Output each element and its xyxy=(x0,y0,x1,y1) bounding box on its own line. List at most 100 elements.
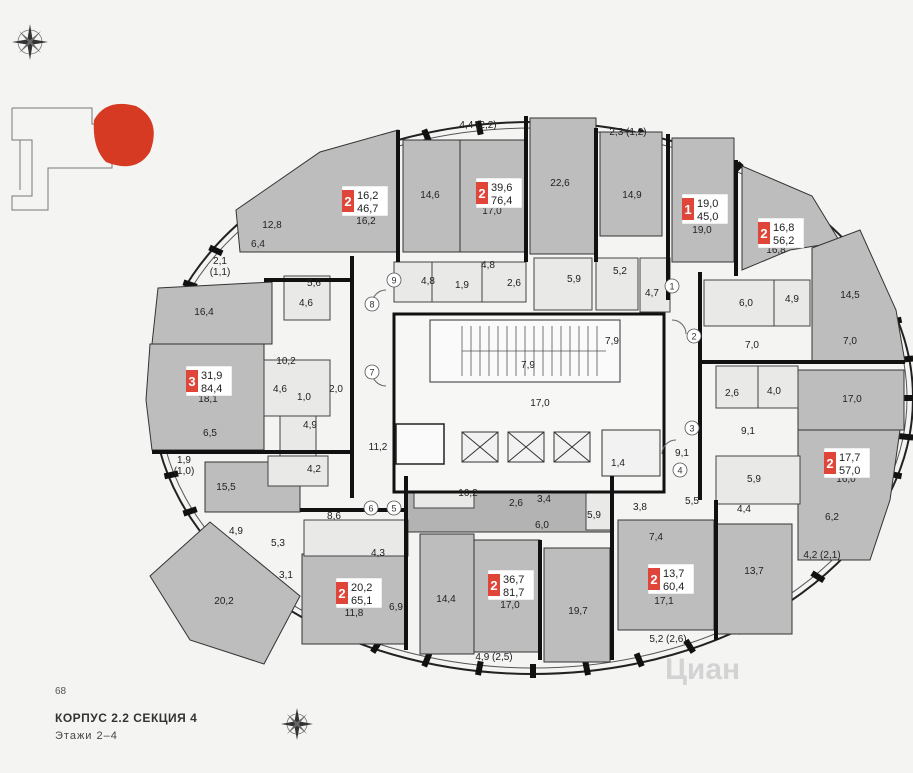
room-area-label: 17,0 xyxy=(842,394,862,405)
room-area-label: 4,9 xyxy=(303,420,317,431)
room-area-label: 17,0 xyxy=(530,398,550,409)
corridor-marker xyxy=(364,364,380,380)
corridor-marker-number: 2 xyxy=(691,332,696,342)
room-area-label: 10,2 xyxy=(276,356,296,367)
apartment-rooms: 2 xyxy=(826,456,833,471)
room-area-label: 2,0 xyxy=(329,384,343,395)
corridor-marker xyxy=(363,500,379,516)
apartment-rooms: 2 xyxy=(650,572,657,587)
room-area-label: 6,0 xyxy=(535,520,549,531)
compass-rose-bottom-icon xyxy=(281,708,313,740)
room-area-label: 4,9 (2,5) xyxy=(475,652,512,663)
floors-subtitle: Этажи 2–4 xyxy=(55,730,118,742)
room-area-label: 7,0 xyxy=(745,340,759,351)
apartment-badge: 2 36,781,7 xyxy=(487,569,535,601)
apartment-rooms: 2 xyxy=(478,186,485,201)
corridor-marker xyxy=(672,462,688,478)
room-area-label: 5,9 xyxy=(567,274,581,285)
room-area-label: 1,9 xyxy=(177,455,191,466)
corridor-marker-number: 5 xyxy=(391,504,396,514)
column xyxy=(530,664,536,678)
room-area-label: 16,0 xyxy=(836,474,856,485)
room-area-label: 16,4 xyxy=(194,307,214,318)
column xyxy=(475,120,484,136)
corridor-marker xyxy=(364,296,380,312)
corridor-marker-number: 7 xyxy=(369,368,374,378)
room-area-label: 14,5 xyxy=(840,290,860,301)
room-area-label: 20,2 xyxy=(214,596,234,607)
room-area-label: 9,1 xyxy=(741,426,755,437)
room-labels: 4,4 (2,2)2,3 (1,2)14,617,022,614,919,012… xyxy=(174,120,862,663)
service-rooms xyxy=(263,257,811,557)
room-area-label: 4,0 xyxy=(767,386,781,397)
room-area-label: (1,1) xyxy=(210,267,231,278)
corridor-marker xyxy=(664,278,680,294)
watermark-logo: Циан xyxy=(665,653,741,686)
apartment-rooms: 2 xyxy=(344,194,351,209)
room-area-label: 2,6 xyxy=(725,388,739,399)
room-area-label: 10,2 xyxy=(458,488,478,499)
room-area-label: 14,4 xyxy=(436,594,456,605)
column xyxy=(903,395,913,401)
apartment-rooms: 1 xyxy=(684,202,691,217)
corridor-marker-number: 8 xyxy=(369,300,374,310)
apartment-badge: 1 19,045,0 xyxy=(681,193,729,225)
apartment-total-area: 57,0 xyxy=(839,465,860,477)
room-area-label: 6,4 xyxy=(251,239,265,250)
page-title: КОРПУС 2.2 СЕКЦИЯ 4 xyxy=(55,711,198,725)
room-area-label: 18,1 xyxy=(198,394,218,405)
apartment-living-area: 17,7 xyxy=(839,452,860,464)
room-area-label: 5,6 xyxy=(307,278,321,289)
room-area-label: 5,5 xyxy=(685,496,699,507)
key-plan xyxy=(11,103,154,211)
room-area-label: 8,6 xyxy=(327,511,341,522)
elevators xyxy=(461,431,591,463)
corridor-marker xyxy=(686,328,702,344)
room-area-label: 14,6 xyxy=(420,190,440,201)
apartment-living-area: 19,0 xyxy=(697,198,718,210)
corridor-marker xyxy=(684,420,700,436)
column xyxy=(475,660,484,676)
column xyxy=(163,470,179,480)
room-area-label: 4,6 xyxy=(273,384,287,395)
key-plan-highlight xyxy=(93,103,154,167)
room-area-label: 3,8 xyxy=(633,502,647,513)
apartment-total-area: 84,4 xyxy=(201,383,222,395)
column xyxy=(633,652,645,668)
room-area-label: 7,9 xyxy=(605,336,619,347)
room-area-label: 1,9 xyxy=(455,280,469,291)
room-area-label: 4,9 xyxy=(229,526,243,537)
room-area-label: 4,8 xyxy=(481,260,495,271)
apartment-rooms: 2 xyxy=(490,578,497,593)
room-area-label: 3,4 xyxy=(537,494,551,505)
room-area-label: 17,0 xyxy=(482,206,502,217)
page-number: 68 xyxy=(55,686,67,697)
room-area-label: 4,4 xyxy=(737,504,751,515)
apartment-total-area: 65,1 xyxy=(351,595,372,607)
corridor-marker-number: 3 xyxy=(689,424,694,434)
room-area-label: 14,9 xyxy=(622,190,642,201)
column xyxy=(208,244,224,257)
room-area-label: 4,2 (2,1) xyxy=(803,550,840,561)
apartment-total-area: 76,4 xyxy=(491,195,512,207)
apartment-total-area: 56,2 xyxy=(773,235,794,247)
apartment-total-area: 45,0 xyxy=(697,211,718,223)
room-area-label: 1,0 xyxy=(297,392,311,403)
room-area-label: 19,0 xyxy=(692,225,712,236)
room-area-label: 4,6 xyxy=(299,298,313,309)
room-area-label: 12,8 xyxy=(262,220,282,231)
column xyxy=(421,652,433,668)
room-area-label: 5,9 xyxy=(747,474,761,485)
apartment-living-area: 36,7 xyxy=(503,574,524,586)
apartment-badge: 2 17,757,0 xyxy=(823,447,871,479)
room-area-label: (1,0) xyxy=(174,466,195,477)
central-core xyxy=(392,312,666,494)
apartment-total-area: 81,7 xyxy=(503,587,524,599)
apartment-total-area: 60,4 xyxy=(663,581,684,593)
corridor-marker-number: 9 xyxy=(391,276,396,286)
